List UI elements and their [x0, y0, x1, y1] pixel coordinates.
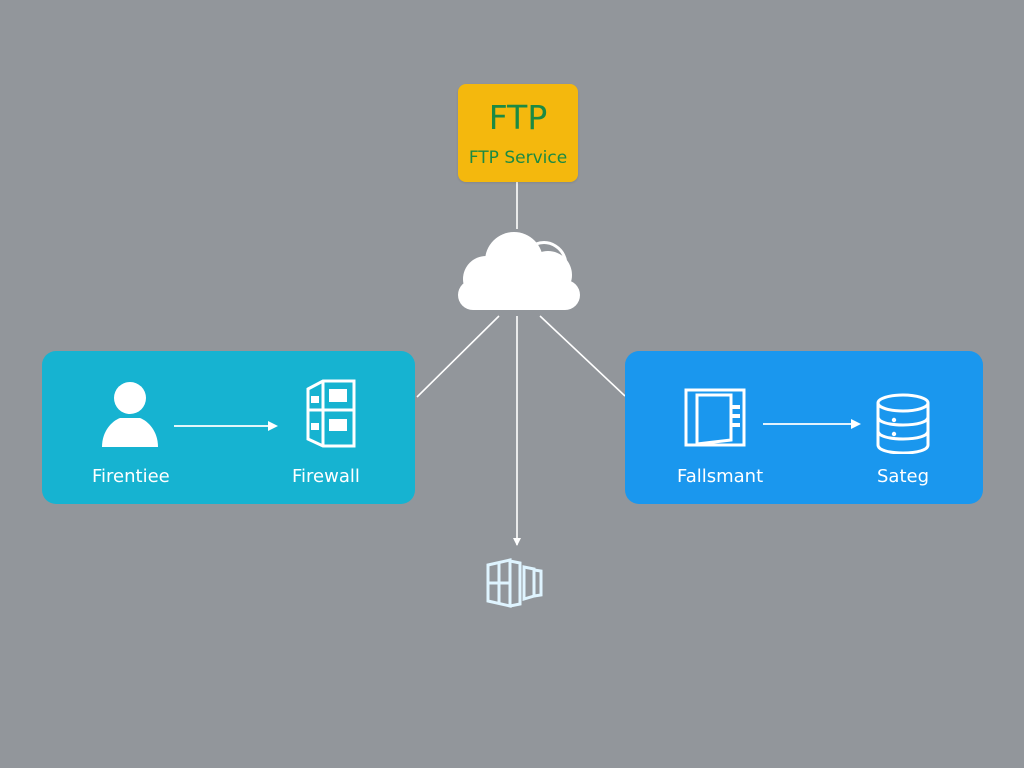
cloud-to-right-panel-line — [539, 315, 626, 397]
cloud-icon[interactable] — [452, 226, 586, 316]
ftp-subtitle: FTP Service — [468, 148, 568, 168]
fallsmant-label: Fallsmant — [677, 466, 764, 487]
document-stack-icon — [684, 388, 746, 447]
sateg-label: Sateg — [877, 466, 930, 487]
ftp-service-box[interactable]: FTP FTP Service — [458, 84, 578, 182]
right-flow-arrow — [763, 419, 861, 429]
right-panel[interactable]: Fallsmant Sateg — [625, 351, 983, 504]
left-flow-arrow — [174, 421, 278, 431]
server-icon — [306, 379, 356, 448]
firewall-label: Firewall — [292, 466, 360, 487]
windows-icon[interactable] — [486, 556, 544, 610]
firentiee-label: Firentiee — [92, 466, 170, 487]
user-icon — [102, 382, 158, 447]
ftp-title: FTP — [488, 98, 548, 137]
database-icon — [876, 393, 930, 454]
cloud-to-left-panel-line — [416, 315, 500, 398]
left-panel[interactable]: Firentiee Firewall — [42, 351, 415, 504]
